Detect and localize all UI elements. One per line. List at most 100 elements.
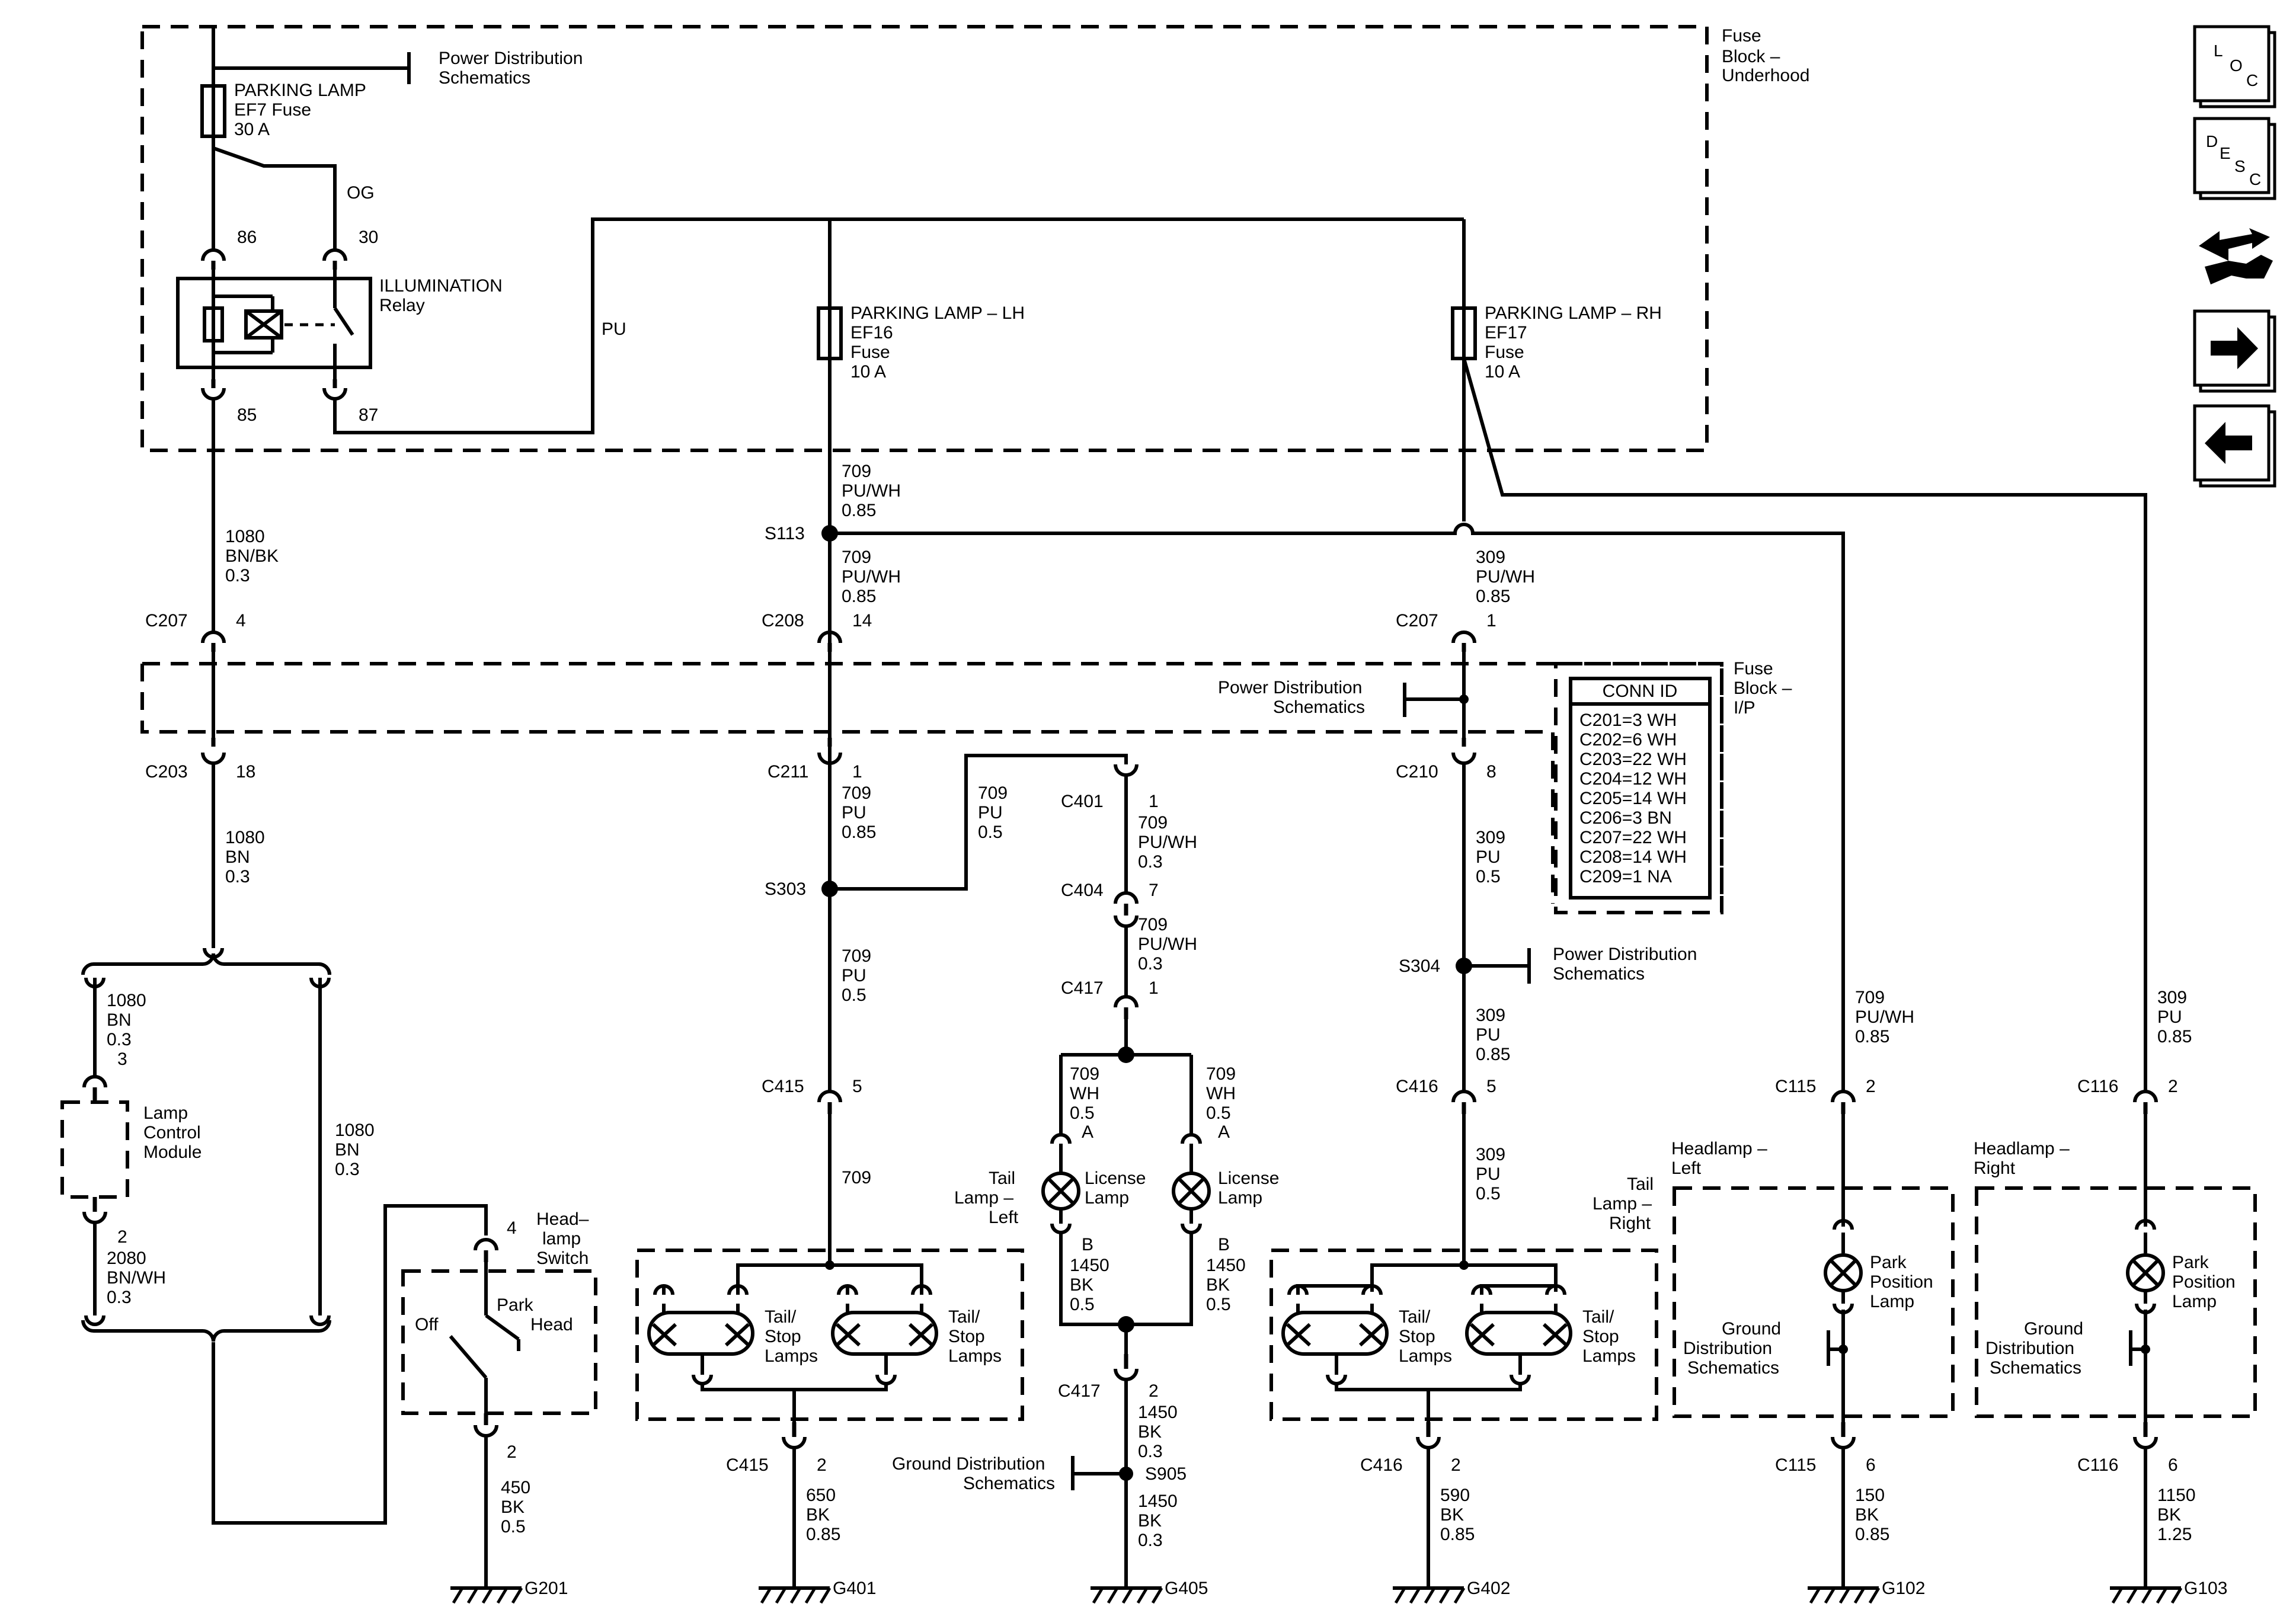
back-arrow-button[interactable] bbox=[2193, 404, 2276, 488]
license-lamp-left bbox=[1043, 1173, 1079, 1209]
svg-text:Block –: Block – bbox=[1734, 678, 1792, 698]
svg-text:G401: G401 bbox=[833, 1579, 876, 1598]
svg-text:CONN ID: CONN ID bbox=[1603, 681, 1678, 701]
connector-c417-2: C417 2 bbox=[1058, 1354, 1159, 1401]
svg-text:C204=12 WH: C204=12 WH bbox=[1579, 769, 1687, 789]
svg-text:10 A: 10 A bbox=[850, 362, 886, 382]
svg-text:0.85: 0.85 bbox=[842, 822, 876, 842]
connector-c417-1: C417 1 bbox=[1061, 978, 1159, 1019]
gds-s905-label: Ground Distribution bbox=[892, 1454, 1045, 1474]
svg-text:PARKING LAMP: PARKING LAMP bbox=[234, 81, 366, 100]
svg-text:709: 709 bbox=[842, 462, 871, 481]
svg-text:2: 2 bbox=[1149, 1381, 1159, 1401]
tail-lamp-left bbox=[635, 1249, 1024, 1421]
right-arrow-icon bbox=[2211, 327, 2258, 369]
svg-text:Lamps: Lamps bbox=[948, 1346, 1002, 1366]
svg-text:PU: PU bbox=[842, 803, 866, 822]
pds-s304-label: Power Distribution bbox=[1553, 945, 1697, 964]
svg-text:C416: C416 bbox=[1360, 1455, 1403, 1475]
headlamp-switch bbox=[401, 1269, 597, 1415]
svg-text:1: 1 bbox=[1149, 978, 1159, 998]
svg-text:Schematics: Schematics bbox=[1990, 1358, 2081, 1378]
gds-left-label: Ground bbox=[1722, 1319, 1781, 1339]
svg-text:709: 709 bbox=[842, 548, 871, 567]
svg-text:1080: 1080 bbox=[107, 991, 146, 1010]
tail-lamp-right bbox=[1269, 1249, 1658, 1421]
svg-text:Position: Position bbox=[1870, 1272, 1933, 1292]
svg-text:C207=22 WH: C207=22 WH bbox=[1579, 828, 1687, 847]
headlamp-right-label: Headlamp – bbox=[1974, 1139, 2070, 1158]
svg-text:C206=3 BN: C206=3 BN bbox=[1579, 808, 1672, 828]
tail-lamp-right-label: Tail bbox=[1627, 1174, 1654, 1194]
svg-text:B: B bbox=[1218, 1235, 1230, 1254]
svg-text:Switch: Switch bbox=[536, 1249, 589, 1268]
svg-text:C211: C211 bbox=[768, 762, 809, 782]
svg-text:87: 87 bbox=[359, 405, 378, 425]
svg-text:Lamp: Lamp bbox=[1085, 1188, 1129, 1208]
svg-text:0.5: 0.5 bbox=[842, 985, 866, 1005]
svg-text:Distribution: Distribution bbox=[1985, 1339, 2074, 1358]
connector-c207-4: C207 4 bbox=[145, 611, 246, 652]
svg-text:0.3: 0.3 bbox=[1138, 954, 1163, 974]
svg-text:650: 650 bbox=[806, 1486, 836, 1505]
svg-text:BK: BK bbox=[1855, 1505, 1879, 1525]
svg-text:Lamp: Lamp bbox=[143, 1103, 188, 1123]
svg-text:Module: Module bbox=[143, 1142, 202, 1162]
ground-g405 bbox=[1091, 1588, 1162, 1603]
connector-c116-2: C116 2 bbox=[2077, 1077, 2178, 1114]
svg-text:PU/WH: PU/WH bbox=[842, 567, 901, 587]
svg-text:C202=6 WH: C202=6 WH bbox=[1579, 730, 1677, 750]
connector-c415-5: C415 5 bbox=[762, 1077, 862, 1114]
svg-text:C201=3 WH: C201=3 WH bbox=[1579, 710, 1677, 730]
svg-text:1: 1 bbox=[852, 762, 862, 782]
svg-text:PU/WH: PU/WH bbox=[842, 481, 901, 501]
svg-text:BN: BN bbox=[335, 1140, 360, 1160]
svg-text:1.25: 1.25 bbox=[2157, 1525, 2192, 1544]
svg-text:PU: PU bbox=[842, 966, 866, 985]
svg-text:5: 5 bbox=[852, 1077, 862, 1096]
desc-button[interactable]: D E S C bbox=[2193, 117, 2276, 200]
svg-text:0.3: 0.3 bbox=[1138, 1442, 1163, 1461]
svg-text:G103: G103 bbox=[2184, 1579, 2227, 1598]
svg-text:PU/WH: PU/WH bbox=[1855, 1007, 1914, 1027]
svg-text:C417: C417 bbox=[1061, 978, 1104, 998]
svg-text:C404: C404 bbox=[1061, 881, 1104, 900]
svg-text:Fuse: Fuse bbox=[850, 343, 890, 362]
svg-text:0.85: 0.85 bbox=[1440, 1525, 1475, 1544]
svg-text:309: 309 bbox=[1476, 1145, 1505, 1164]
connector-c115-2: C115 2 bbox=[1775, 1077, 1876, 1114]
svg-text:0.3: 0.3 bbox=[107, 1288, 132, 1307]
pds-ip-label: Power Distribution bbox=[1218, 678, 1362, 697]
svg-text:C203: C203 bbox=[145, 762, 188, 782]
svg-text:709: 709 bbox=[978, 783, 1008, 803]
svg-text:BN/WH: BN/WH bbox=[107, 1268, 166, 1288]
tools-icon[interactable] bbox=[2199, 228, 2273, 284]
svg-text:309: 309 bbox=[1476, 828, 1505, 847]
tail-stop-lamp-assembly-left-2 bbox=[831, 1284, 938, 1385]
svg-text:C417: C417 bbox=[1058, 1381, 1101, 1401]
svg-text:O: O bbox=[2230, 56, 2243, 75]
svg-text:Underhood: Underhood bbox=[1722, 66, 1809, 85]
headlamp-left bbox=[1673, 1186, 1955, 1418]
svg-text:PU: PU bbox=[2157, 1007, 2182, 1027]
forward-arrow-button[interactable] bbox=[2193, 309, 2276, 393]
svg-text:BK: BK bbox=[806, 1505, 830, 1525]
svg-text:WH: WH bbox=[1070, 1084, 1099, 1103]
svg-text:Park: Park bbox=[497, 1295, 534, 1315]
svg-text:License: License bbox=[1218, 1169, 1279, 1188]
svg-text:BK: BK bbox=[1138, 1511, 1162, 1531]
svg-text:0.85: 0.85 bbox=[1476, 1045, 1510, 1064]
loc-button[interactable]: L O C bbox=[2193, 25, 2276, 108]
svg-text:C205=14 WH: C205=14 WH bbox=[1579, 789, 1687, 808]
svg-text:Park: Park bbox=[2172, 1253, 2209, 1272]
svg-text:0.3: 0.3 bbox=[107, 1030, 132, 1049]
svg-text:2: 2 bbox=[507, 1442, 517, 1462]
svg-text:Schematics: Schematics bbox=[1273, 697, 1365, 717]
gds-right-label: Ground bbox=[2024, 1319, 2083, 1339]
svg-text:0.3: 0.3 bbox=[1138, 1531, 1163, 1550]
connector-c416-2: C416 2 bbox=[1360, 1422, 1461, 1475]
svg-text:BK: BK bbox=[1070, 1275, 1093, 1295]
svg-text:Distribution: Distribution bbox=[1683, 1339, 1772, 1358]
svg-text:PU: PU bbox=[978, 803, 1003, 822]
